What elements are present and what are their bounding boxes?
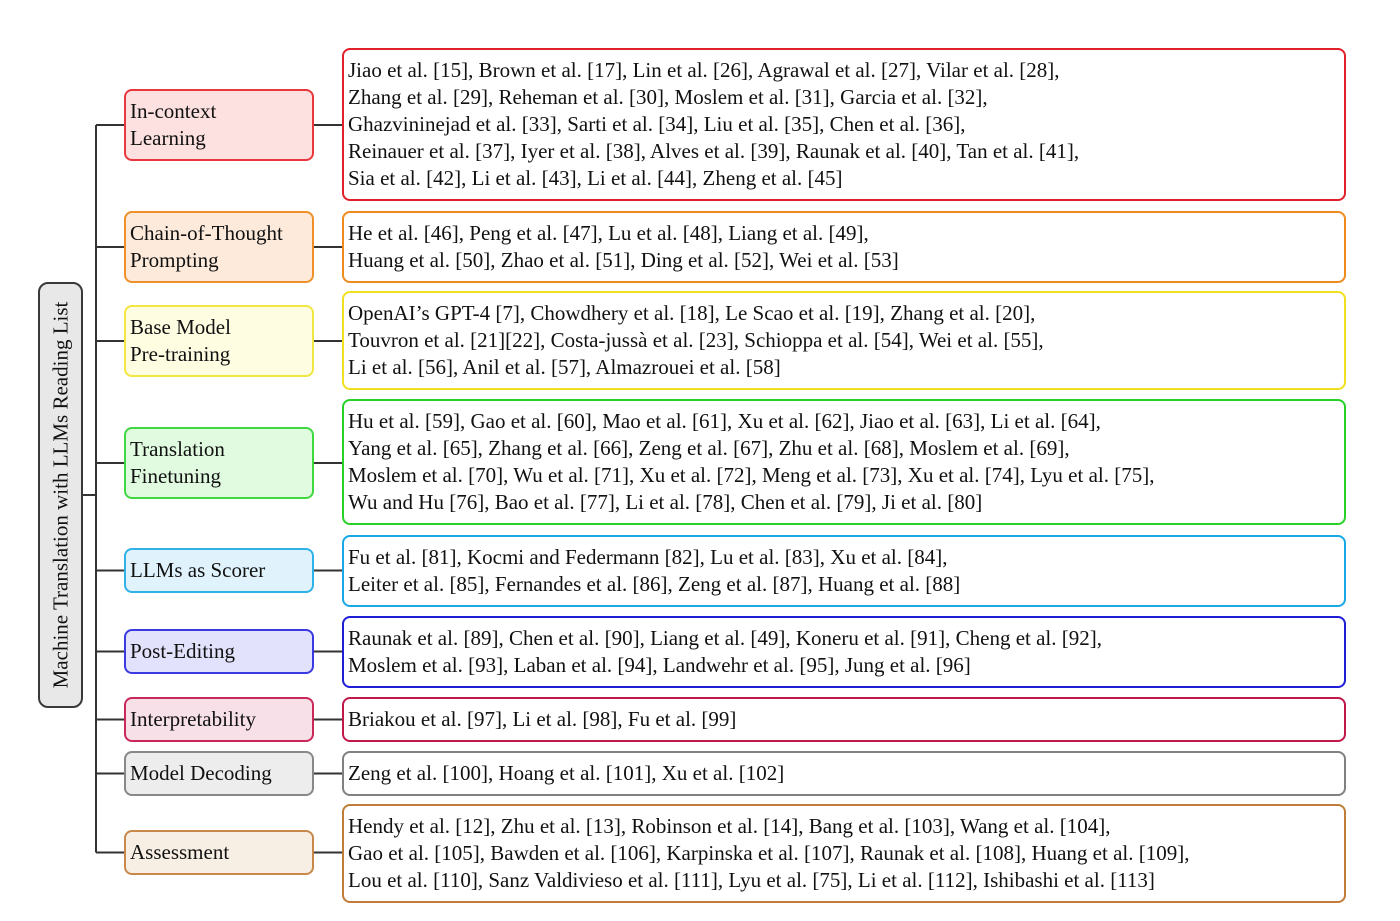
reference-line: Hu et al. [59], Gao et al. [60], Mao et … bbox=[348, 409, 1101, 433]
references-box-assessment: Hendy et al. [12], Zhu et al. [13], Robi… bbox=[342, 804, 1346, 903]
category-node-post-editing: Post-Editing bbox=[124, 629, 314, 674]
category-label-line: LLMs as Scorer bbox=[130, 558, 266, 582]
references-box-chain-of-thought-prompting: He et al. [46], Peng et al. [47], Lu et … bbox=[342, 211, 1346, 283]
category-label-line: Learning bbox=[130, 126, 206, 150]
references-box-in-context-learning: Jiao et al. [15], Brown et al. [17], Lin… bbox=[342, 48, 1346, 201]
references-box-interpretability: Briakou et al. [97], Li et al. [98], Fu … bbox=[342, 697, 1346, 742]
reference-line: Gao et al. [105], Bawden et al. [106], K… bbox=[348, 841, 1190, 865]
category-label: LLMs as Scorer bbox=[130, 557, 265, 584]
reference-line: Huang et al. [50], Zhao et al. [51], Din… bbox=[348, 248, 899, 272]
reference-line: Lou et al. [110], Sanz Valdivieso et al.… bbox=[348, 868, 1155, 892]
category-label-line: Pre-training bbox=[130, 342, 231, 366]
category-label-line: Post-Editing bbox=[130, 639, 236, 663]
category-label-line: In-context bbox=[130, 99, 217, 123]
reference-line: Wu and Hu [76], Bao et al. [77], Li et a… bbox=[348, 490, 983, 514]
reference-line: Briakou et al. [97], Li et al. [98], Fu … bbox=[348, 707, 737, 731]
references-box-post-editing: Raunak et al. [89], Chen et al. [90], Li… bbox=[342, 616, 1346, 688]
references-box-llms-as-scorer: Fu et al. [81], Kocmi and Federmann [82]… bbox=[342, 535, 1346, 607]
category-label-line: Model Decoding bbox=[130, 761, 272, 785]
reference-line: Ghazvininejad et al. [33], Sarti et al. … bbox=[348, 112, 966, 136]
references-box-base-model-pre-training: OpenAI’s GPT-4 [7], Chowdhery et al. [18… bbox=[342, 291, 1346, 390]
reference-line: Li et al. [56], Anil et al. [57], Almazr… bbox=[348, 355, 781, 379]
reference-line: Moslem et al. [70], Wu et al. [71], Xu e… bbox=[348, 463, 1155, 487]
reference-line: Fu et al. [81], Kocmi and Federmann [82]… bbox=[348, 545, 948, 569]
root-label: Machine Translation with LLMs Reading Li… bbox=[48, 301, 72, 689]
category-label: Assessment bbox=[130, 839, 229, 866]
reference-line: Leiter et al. [85], Fernandes et al. [86… bbox=[348, 572, 961, 596]
reference-line: Raunak et al. [89], Chen et al. [90], Li… bbox=[348, 626, 1103, 650]
category-node-model-decoding: Model Decoding bbox=[124, 751, 314, 796]
reference-line: Yang et al. [65], Zhang et al. [66], Zen… bbox=[348, 436, 1070, 460]
category-label: Interpretability bbox=[130, 706, 256, 733]
reference-line: Zhang et al. [29], Reheman et al. [30], … bbox=[348, 85, 988, 109]
reference-line: Zeng et al. [100], Hoang et al. [101], X… bbox=[348, 761, 785, 785]
category-node-assessment: Assessment bbox=[124, 830, 314, 875]
category-label-line: Translation bbox=[130, 437, 225, 461]
reference-line: Touvron et al. [21][22], Costa-jussà et … bbox=[348, 328, 1044, 352]
category-node-interpretability: Interpretability bbox=[124, 697, 314, 742]
category-label: Post-Editing bbox=[130, 638, 235, 665]
reference-line: Sia et al. [42], Li et al. [43], Li et a… bbox=[348, 166, 843, 190]
reference-line: Hendy et al. [12], Zhu et al. [13], Robi… bbox=[348, 814, 1111, 838]
reference-line: OpenAI’s GPT-4 [7], Chowdhery et al. [18… bbox=[348, 301, 1036, 325]
category-label-line: Base Model bbox=[130, 315, 231, 339]
category-label-line: Assessment bbox=[130, 840, 230, 864]
category-label: Model Decoding bbox=[130, 760, 272, 787]
reference-line: He et al. [46], Peng et al. [47], Lu et … bbox=[348, 221, 869, 245]
category-node-llms-as-scorer: LLMs as Scorer bbox=[124, 548, 314, 593]
category-label-line: Chain-of-Thought bbox=[130, 221, 283, 245]
root-node: Machine Translation with LLMs Reading Li… bbox=[38, 282, 83, 708]
category-label-line: Finetuning bbox=[130, 464, 222, 488]
category-label-line: Prompting bbox=[130, 248, 219, 272]
category-label-line: Interpretability bbox=[130, 707, 256, 731]
reference-line: Reinauer et al. [37], Iyer et al. [38], … bbox=[348, 139, 1080, 163]
reference-line: Moslem et al. [93], Laban et al. [94], L… bbox=[348, 653, 971, 677]
references-box-translation-finetuning: Hu et al. [59], Gao et al. [60], Mao et … bbox=[342, 399, 1346, 525]
references-box-model-decoding: Zeng et al. [100], Hoang et al. [101], X… bbox=[342, 751, 1346, 796]
reference-line: Jiao et al. [15], Brown et al. [17], Lin… bbox=[348, 58, 1060, 82]
